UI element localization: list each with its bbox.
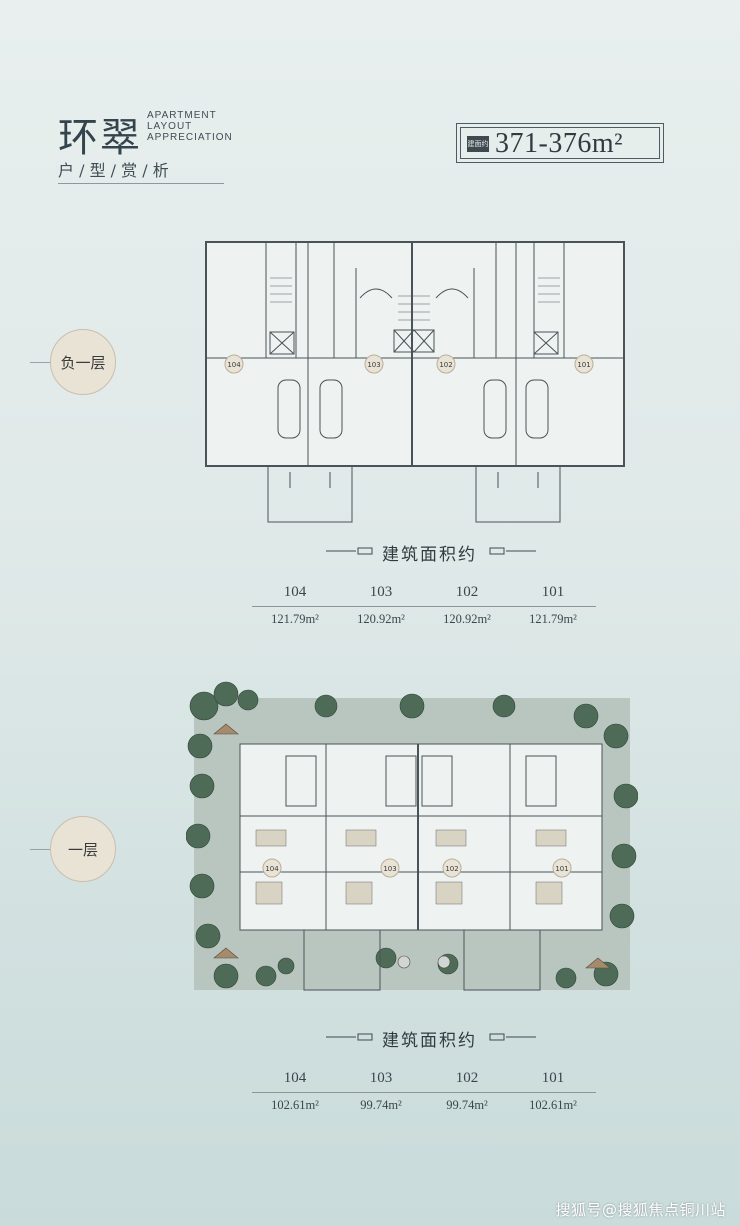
first-floor-area-title: 建筑面积约 [382, 1031, 477, 1051]
first-unit-101-marker: 101 [555, 865, 568, 873]
unit-area: 120.92m² [338, 605, 424, 632]
basement-floor-plan: 104 103 102 101 [205, 241, 625, 523]
unit-area: 102.61m² [510, 1091, 596, 1118]
unit-area: 99.74m² [424, 1091, 510, 1118]
unit-number: 104 [283, 584, 307, 601]
title-en-line: APPRECIATION [147, 132, 233, 143]
unit-number: 102 [455, 584, 479, 601]
basement-unit-103-marker: 103 [367, 361, 380, 369]
unit-number: 102 [455, 1070, 479, 1087]
page-title: 环翠 [58, 115, 142, 161]
basement-unit-102-marker: 102 [439, 361, 452, 369]
first-floor-area-table: 104 103 102 101 102.61m² 99.74m² 99.74m²… [252, 1066, 596, 1118]
unit-number: 103 [369, 1070, 393, 1087]
page-subtitle: 户 / 型 / 赏 / 析 [58, 161, 169, 180]
unit-area: 102.61m² [252, 1091, 338, 1118]
area-tag: 建面约 [467, 136, 489, 152]
title-en-line: LAYOUT [147, 121, 193, 132]
first-unit-103-marker: 103 [383, 865, 396, 873]
basement-area-title: 建筑面积约 [382, 545, 477, 565]
first-unit-102-marker: 102 [445, 865, 458, 873]
title-en-line: APARTMENT [147, 110, 217, 121]
floor-badge-basement: 负一层 [50, 329, 116, 395]
ornament-left [326, 547, 374, 555]
watermark: 搜狐号@搜狐焦点铜川站 [555, 1201, 726, 1219]
floor-badge-first: 一层 [50, 816, 116, 882]
unit-area: 120.92m² [424, 605, 510, 632]
unit-number: 104 [283, 1070, 307, 1087]
area-value: 371-376m² [495, 128, 623, 159]
unit-area: 121.79m² [252, 605, 338, 632]
area-badge: 建面约 371-376m² [456, 123, 664, 163]
unit-area: 99.74m² [338, 1091, 424, 1118]
unit-number: 101 [541, 1070, 565, 1087]
title-divider [58, 183, 224, 184]
basement-area-table: 104 103 102 101 121.79m² 120.92m² 120.92… [252, 580, 596, 632]
basement-unit-101-marker: 101 [577, 361, 590, 369]
unit-number: 101 [541, 584, 565, 601]
basement-unit-104-marker: 104 [227, 361, 241, 369]
first-floor-plan: 104 103 102 101 [186, 681, 638, 991]
ornament-left [326, 1033, 374, 1041]
page-title-english: APARTMENT LAYOUT APPRECIATION [147, 110, 233, 143]
unit-area: 121.79m² [510, 605, 596, 632]
first-unit-104-marker: 104 [265, 865, 279, 873]
unit-number: 103 [369, 584, 393, 601]
ornament-right [488, 1033, 536, 1041]
ornament-right [488, 547, 536, 555]
